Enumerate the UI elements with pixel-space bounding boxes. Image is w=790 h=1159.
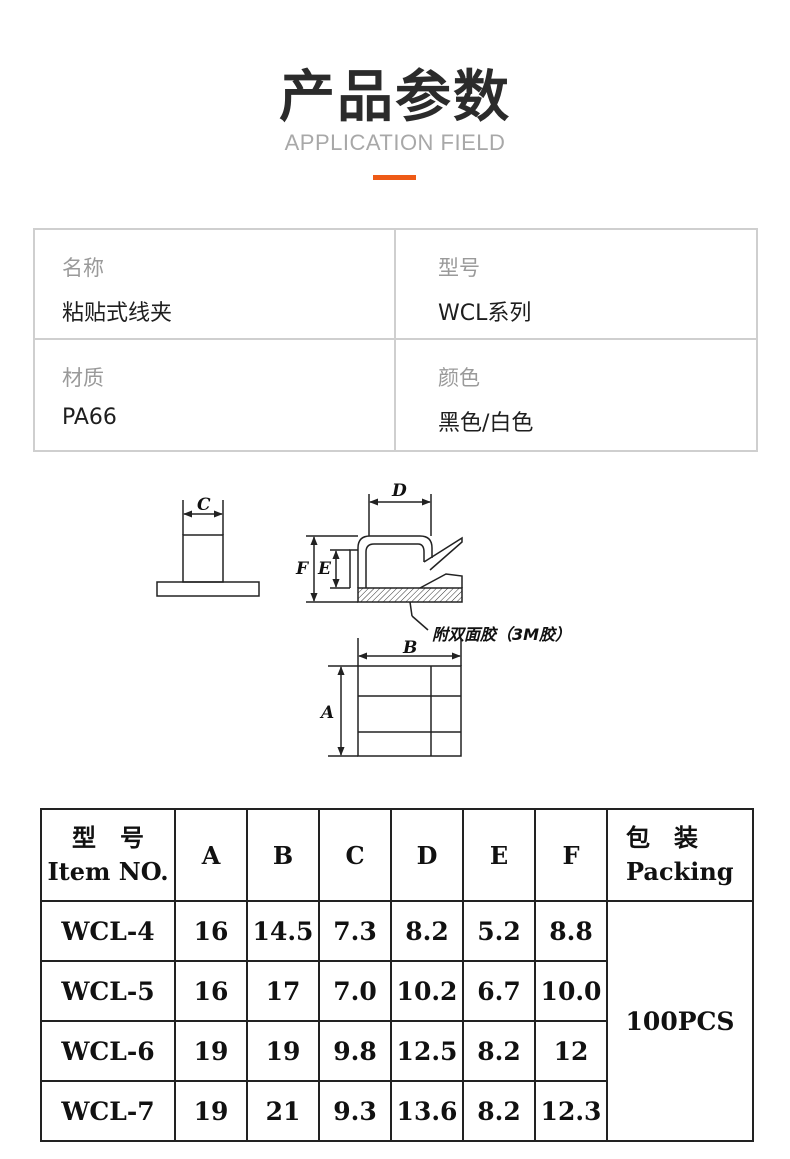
accent-divider [373,175,416,180]
info-cell-material: 材质 PA66 [35,340,396,450]
product-info-grid: 名称 粘贴式线夹 型号 WCL系列 材质 PA66 颜色 黑色/白色 [33,228,758,452]
header-item-no: 型 号 Item NO. [40,808,176,902]
tape-note: 附双面胶（3M胶） [432,625,571,644]
header-d: D [390,808,464,902]
header-b: B [246,808,320,902]
spec-table: 型 号 Item NO. A B C D E F 包 装 Packing WCL… [40,808,754,1142]
header-item-cn: 型 号 [72,823,144,852]
cell-e: 5.2 [462,900,536,962]
info-value: WCL系列 [438,301,532,326]
info-value: PA66 [62,405,117,430]
table-row: WCL-7 19 21 9.3 13.6 8.2 12.3 [40,1080,753,1142]
cell-b: 17 [246,960,320,1022]
header-e: E [462,808,536,902]
table-row: WCL-6 19 19 9.8 12.5 8.2 12 [40,1020,753,1082]
cell-c: 9.8 [318,1020,392,1082]
side-view [156,500,260,597]
cell-a: 19 [174,1080,248,1142]
dim-label-a: A [319,703,334,723]
info-cell-name: 名称 粘贴式线夹 [35,230,396,340]
info-label: 颜色 [438,366,480,390]
cell-item: WCL-5 [40,960,176,1022]
cell-a: 19 [174,1020,248,1082]
dim-label-f: F [295,559,310,579]
cell-c: 7.0 [318,960,392,1022]
cell-a: 16 [174,960,248,1022]
cell-f: 12 [534,1020,608,1082]
cell-f: 8.8 [534,900,608,962]
cell-d: 12.5 [390,1020,464,1082]
header-c: C [318,808,392,902]
dim-label-c: C [197,495,211,515]
dim-label-e: E [317,559,332,579]
header-packing: 包 装 Packing [606,808,754,902]
cell-c: 9.3 [318,1080,392,1142]
cell-item: WCL-6 [40,1020,176,1082]
header-packing-en: Packing [626,857,734,886]
table-header-row: 型 号 Item NO. A B C D E F 包 装 Packing [40,808,754,902]
cell-d: 10.2 [390,960,464,1022]
cell-b: 21 [246,1080,320,1142]
table-row: WCL-4 16 14.5 7.3 8.2 5.2 8.8 100PCS [40,900,754,1142]
cell-a: 16 [174,900,248,962]
info-cell-model: 型号 WCL系列 [396,230,756,340]
header-packing-cn: 包 装 [626,823,698,852]
cell-item: WCL-4 [40,900,176,962]
top-view [328,638,462,757]
cell-item: WCL-7 [40,1080,176,1142]
cell-b: 14.5 [246,900,320,962]
info-cell-color: 颜色 黑色/白色 [396,340,756,450]
cell-packing: 100PCS [606,900,754,1142]
info-label: 型号 [438,256,480,280]
cell-f: 12.3 [534,1080,608,1142]
dim-label-d: D [391,481,407,501]
table-row: WCL-5 16 17 7.0 10.2 6.7 10.0 [40,960,753,1022]
info-label: 材质 [62,366,104,390]
cell-e: 8.2 [462,1080,536,1142]
cell-d: 8.2 [390,900,464,962]
dim-label-b: B [402,638,417,658]
page-subtitle: APPLICATION FIELD [284,130,506,155]
technical-drawing: C D F E 附双面胶（3M胶） B A [156,481,571,757]
cell-e: 6.7 [462,960,536,1022]
cell-d: 13.6 [390,1080,464,1142]
header-a: A [174,808,248,902]
info-value: 粘贴式线夹 [62,301,173,326]
cell-c: 7.3 [318,900,392,962]
info-label: 名称 [62,256,104,280]
cell-b: 19 [246,1020,320,1082]
front-view [306,494,463,631]
page-title: 产品参数 [279,65,511,130]
cell-e: 8.2 [462,1020,536,1082]
header-item-en: Item NO. [47,857,169,886]
cell-f: 10.0 [534,960,608,1022]
header-f: F [534,808,608,902]
info-value: 黑色/白色 [438,411,534,436]
